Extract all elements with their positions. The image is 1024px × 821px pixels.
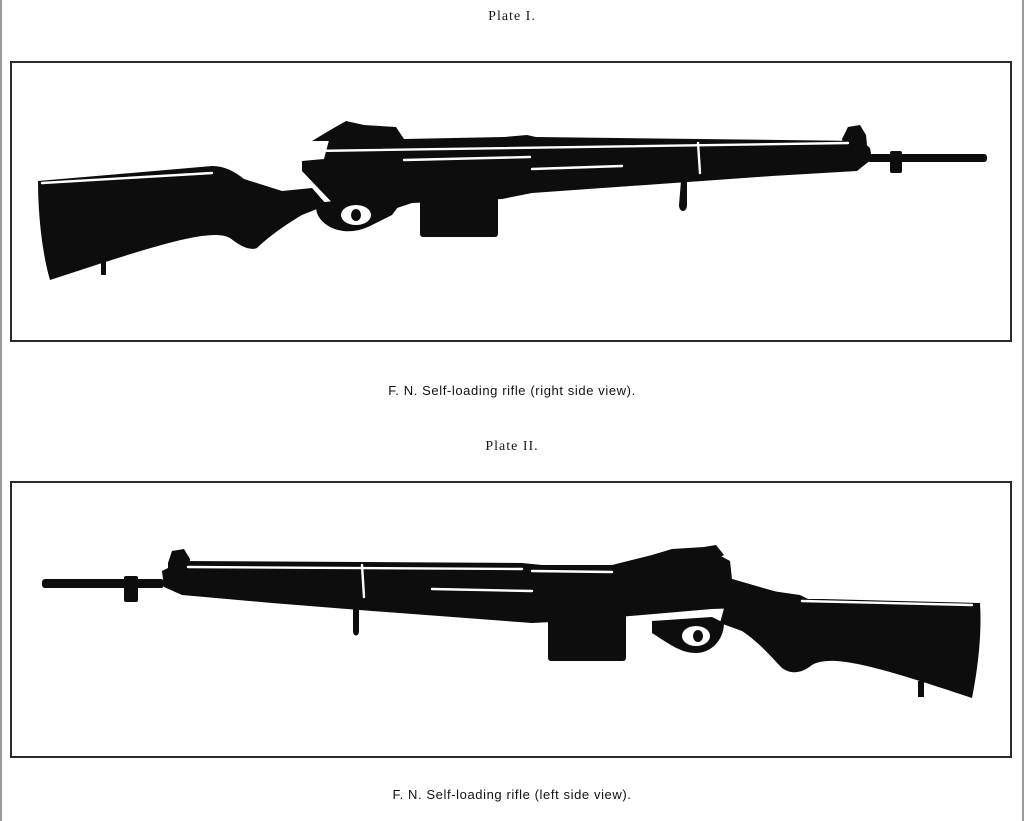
plate-2-caption: F. N. Self-loading rifle (left side view… [392,787,632,802]
plate-1-caption: F. N. Self-loading rifle (right side vie… [388,383,636,398]
page-edge-left [0,0,2,821]
page-edge-right [1022,0,1024,821]
plate-2-title: Plate II. [485,439,539,454]
rifle-left-side-image [42,545,981,698]
rifle-right-side-image [38,121,987,280]
plate-1-title: Plate I. [488,9,536,24]
plate-2-frame [10,481,1012,758]
plate-1-frame [10,61,1012,342]
